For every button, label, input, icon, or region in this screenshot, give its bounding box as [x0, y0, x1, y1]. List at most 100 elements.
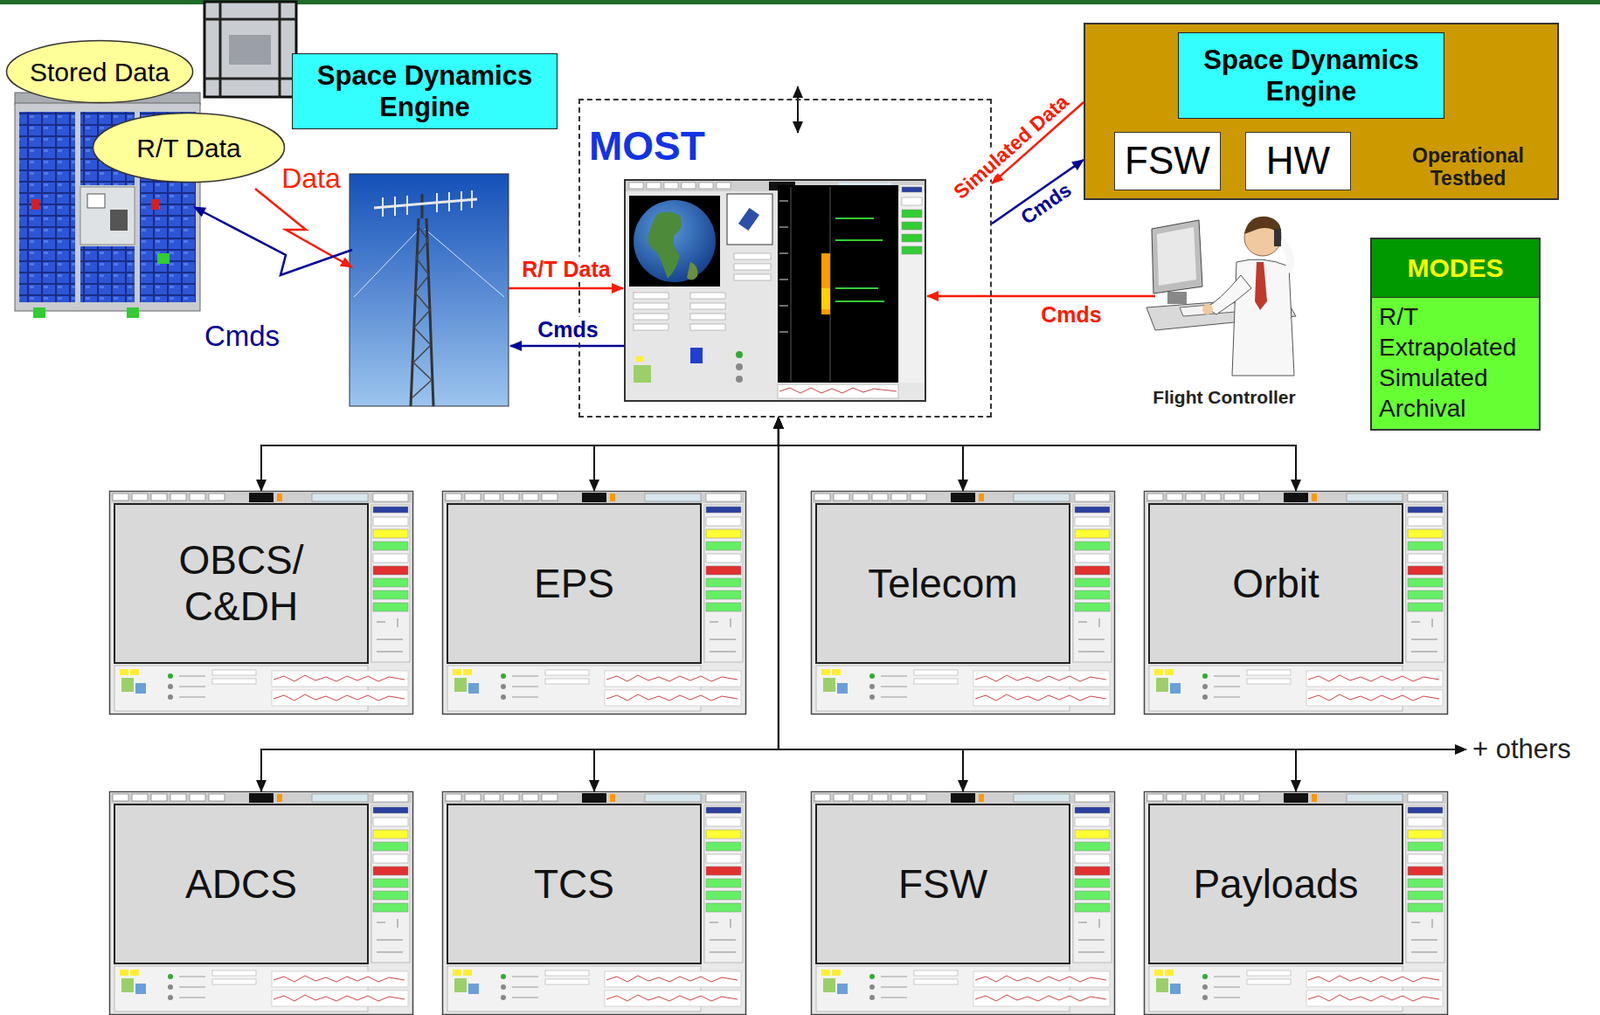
antenna-photo — [421, 193, 424, 219]
node-text: MOST — [588, 123, 706, 170]
monitor-screenshot — [901, 187, 922, 255]
node-text: Operational Testbed — [1391, 144, 1545, 190]
screen-frames — [110, 792, 414, 1015]
monitor-screenshot — [777, 185, 899, 383]
edge-label: Cmds — [1014, 177, 1078, 232]
monitor-screenshot — [901, 221, 922, 230]
monitor-screenshot — [821, 253, 831, 315]
monitor-screenshot — [779, 387, 897, 394]
monitor-screenshot — [779, 200, 789, 333]
monitor-screenshot — [629, 182, 731, 189]
monitor-screenshot — [646, 182, 661, 189]
screen-frames — [110, 491, 414, 715]
monitor-screenshot — [901, 234, 922, 243]
node-text: TCS — [533, 861, 615, 908]
operator-figure — [1167, 291, 1187, 305]
signal-arrow — [510, 345, 625, 348]
satellite-illustration — [126, 307, 139, 319]
monitor-screenshot — [690, 292, 726, 299]
antenna-photo — [349, 173, 509, 407]
flow-arrow — [778, 417, 1296, 792]
screen-panel: Orbit — [1143, 491, 1448, 715]
satellite-illustration — [80, 187, 135, 245]
annotation-label: Data — [281, 162, 341, 195]
operator-figure — [1254, 262, 1268, 311]
monitor-screenshot — [699, 182, 714, 189]
cyan-box: Space Dynamics Engine — [291, 53, 558, 130]
screen-panel: TCS — [442, 791, 747, 1015]
satellite-illustration — [157, 253, 170, 264]
monitor-screenshot — [779, 200, 789, 333]
screen-frames — [1144, 491, 1448, 715]
monitor-screenshot — [735, 351, 743, 359]
monitor-screenshot — [664, 182, 679, 189]
antenna-photo — [410, 218, 434, 407]
monitor-screenshot — [690, 313, 726, 320]
satellite-illustration — [204, 1, 297, 97]
monitor-screenshot — [734, 274, 771, 281]
satellite-illustration — [33, 307, 46, 319]
satellite-illustration — [204, 1, 297, 97]
satellite-illustration — [110, 209, 128, 231]
screen-panel: ADCS — [109, 791, 414, 1015]
monitor-screenshot — [624, 180, 926, 402]
antenna-photo — [349, 173, 509, 407]
monitor-screenshot — [821, 288, 831, 310]
flow-arrow — [261, 417, 779, 492]
monitor-screenshot — [835, 218, 885, 302]
monitor-screenshot — [636, 356, 644, 362]
annotation-label: Cmds — [204, 319, 280, 354]
monitor-screenshot — [901, 197, 922, 206]
satellite-illustration — [19, 111, 76, 303]
screen-panel: OBCS/ C&DH — [109, 491, 414, 715]
ellipse-callout: Stored Data — [5, 39, 194, 104]
screen-frames — [811, 491, 1116, 715]
ellipse-callout: R/T Data — [91, 111, 286, 184]
screen-frames — [811, 792, 1116, 1015]
satellite-illustration — [80, 246, 135, 303]
monitor-screenshot — [735, 375, 743, 383]
node-text: R/T Extrapolated Simulated Archival — [1371, 297, 1524, 430]
screen-panel: Payloads — [1143, 791, 1448, 1015]
node-text: OBCS/ C&DH — [178, 537, 304, 631]
monitor-screenshot — [624, 180, 926, 402]
monitor-screenshot — [633, 313, 669, 320]
monitor-screenshot — [727, 193, 773, 245]
monitor-screenshot — [690, 303, 726, 310]
node-text: HW — [1266, 139, 1330, 182]
monitor-screenshot — [633, 303, 669, 310]
monitor-screenshot — [835, 218, 885, 302]
operator-figure — [1151, 220, 1203, 294]
flow-arrow — [594, 417, 779, 492]
satellite-illustration — [228, 34, 271, 65]
monitor-screenshot — [777, 384, 899, 399]
status-panel: MODESR/T Extrapolated Simulated Archival — [1370, 237, 1541, 431]
ellipse-outline — [93, 113, 285, 183]
node-text: Space Dynamics Engine — [1178, 44, 1444, 107]
monitor-screenshot — [686, 262, 698, 281]
flow-arrow — [778, 417, 963, 492]
satellite-illustration — [31, 199, 40, 210]
signal-arrow — [508, 287, 624, 291]
screen-frames — [443, 792, 747, 1015]
white-box: FSW — [1114, 131, 1221, 191]
monitor-screenshot — [900, 185, 924, 383]
dashed-group: MOST — [578, 98, 992, 418]
node-text: Stored Data — [29, 57, 170, 87]
signal-arrow — [193, 207, 353, 276]
flow-arrow — [261, 417, 779, 792]
screen-panel: EPS — [442, 491, 747, 715]
cyan-box: Space Dynamics Engine — [1177, 32, 1445, 119]
node-text: Space Dynamics Engine — [292, 60, 557, 123]
monitor-screenshot — [901, 187, 922, 193]
monitor-screenshot — [901, 209, 922, 218]
monitor-screenshot — [633, 365, 652, 383]
node-text: R/T Data — [136, 133, 242, 163]
monitor-screenshot — [633, 292, 669, 299]
monitor-screenshot — [734, 263, 771, 271]
node-text: Orbit — [1232, 561, 1320, 608]
annotation-label: Cmds — [1040, 302, 1102, 328]
connector-group — [261, 102, 1296, 792]
satellite-illustration — [87, 193, 105, 208]
node-text: EPS — [533, 561, 615, 608]
